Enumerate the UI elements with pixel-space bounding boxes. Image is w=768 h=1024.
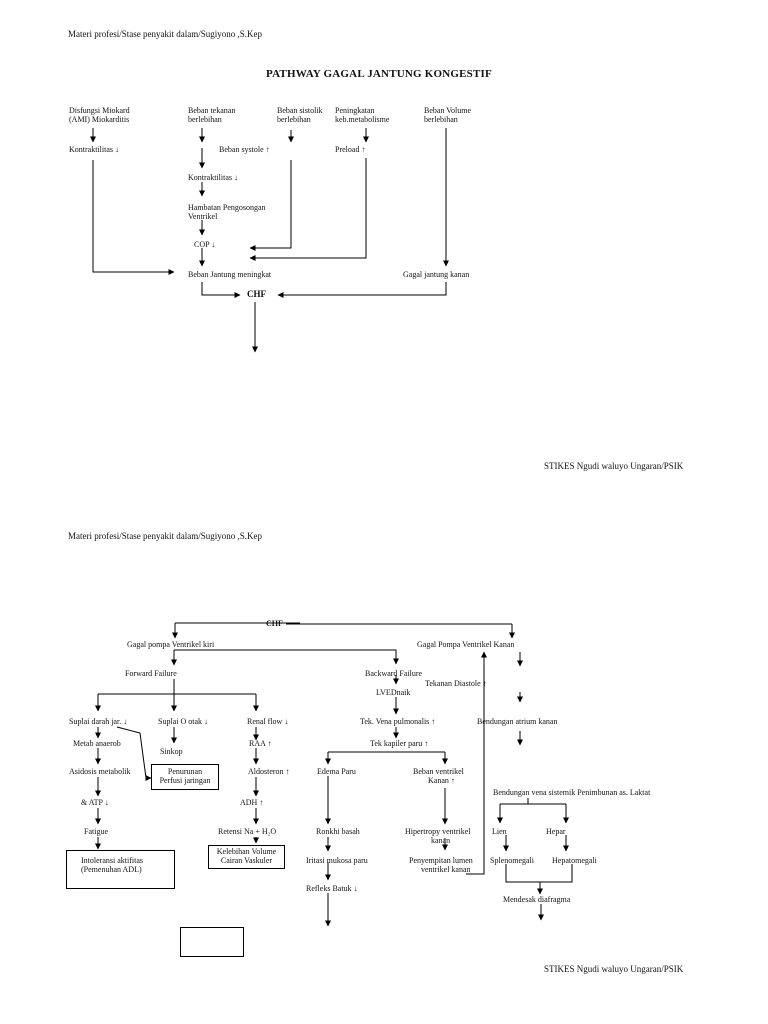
node-kelebihan-volume: Kelebihan Volume: [216, 847, 277, 856]
node-fatigue: Fatigue: [84, 827, 108, 836]
node-peningkatan-metabolisme-2: keb.metabolisme: [335, 115, 390, 124]
node-hambatan-pengosongan: Hambatan Pengosongan: [188, 203, 266, 212]
node-bendungan-atrium-kanan: Bendungan atrium kanan: [477, 717, 558, 726]
page-header: Materi profesi/Stase penyakit dalam/Sugi…: [68, 29, 262, 39]
node-bendungan-vena-sistemik: Bendungan vena sistemik Penimbunan as. L…: [493, 788, 651, 797]
node-retensi-na-h2o: Retensi Na + H₂O: [218, 827, 277, 836]
node-intoleransi-aktifitas: Intoleransi aktifitas: [81, 856, 143, 865]
node-chf: CHF: [247, 289, 266, 299]
node-suplai-o-otak: Suplai O otak ↓: [158, 717, 208, 726]
node-atp: & ATP ↓: [81, 798, 109, 807]
node-hambatan-ventrikel: Ventrikel: [188, 212, 218, 221]
node-hipertropy-kanan: kanan: [431, 836, 451, 845]
node-sinkop: Sinkop: [160, 747, 183, 756]
node-tekanan-diastole: Tekanan Diastole ↑: [425, 679, 487, 688]
node-beban-systole: Beban systole ↑: [219, 145, 270, 154]
node-hepar: Hepar: [546, 827, 566, 836]
node-beban-ventrikel-kanan: Beban ventrikel: [413, 767, 464, 776]
node-tek-kapiler-paru: Tek kapiler paru ↑: [370, 739, 429, 748]
diagram-title: PATHWAY GAGAL JANTUNG KONGESTIF: [266, 68, 492, 80]
node-lvednaik: LVEDnaik: [376, 688, 411, 697]
node-asidosis-metabolik: Asidosis metabolik: [69, 767, 131, 776]
node-preload: Preload ↑: [335, 145, 366, 154]
node-disfungsi-miokard: Disfungsi Miokard: [69, 106, 130, 115]
node-ami-miokarditis: (AMI) Miokarditis: [69, 115, 130, 124]
node-ventrikel-kanan: ventrikel kanan: [421, 865, 471, 874]
node-kontraktilitas-mid: Kontraktilitas ↓: [188, 173, 238, 182]
node-ronkhi-basah: Ronkhi basah: [316, 827, 360, 836]
node-penurunan: Penurunan: [167, 767, 203, 776]
node-beban-jantung-meningkat: Beban Jantung meningkat: [188, 270, 272, 279]
node-cairan-vaskuler: Cairan Vaskuler: [220, 856, 273, 865]
page-footer-2: STIKES Ngudi waluyo Ungaran/PSIK: [544, 964, 684, 974]
node-aldosteron: Aldosteron ↑: [248, 767, 290, 776]
diagnosis-box-kelebihan-volume: [208, 845, 285, 869]
node-pemenuhan-adl: (Pemenuhan ADL): [81, 865, 142, 874]
node-iritasi-mukosa-paru: Iritasi mukosa paru: [306, 856, 368, 865]
node-beban-volume-2: berlebihan: [424, 115, 458, 124]
node-edema-paru: Edema Paru: [317, 767, 356, 776]
node-peningkatan-metabolisme: Peningkatan: [335, 106, 375, 115]
node-beban-ventrikel-kanan-2: Kanan ↑: [428, 776, 455, 785]
diagnosis-box-intoleransi: [66, 850, 175, 889]
node-penyempitan-lumen: Penyempitan lumen: [409, 856, 473, 865]
node-hipertropy-ventrikel: Hipertropy ventrikel: [405, 827, 471, 836]
node-perfusi-jaringan: Perfusi jaringan: [159, 776, 211, 785]
page-footer: STIKES Ngudi waluyo Ungaran/PSIK: [544, 461, 684, 471]
node-lien: Lien: [492, 827, 507, 836]
node-beban-sistolik-2: berlebihan: [277, 115, 311, 124]
node-beban-tekanan-2: berlebihan: [188, 115, 222, 124]
node-gagal-jantung-kanan: Gagal jantung kanan: [403, 270, 470, 279]
node-raa: RAA ↑: [249, 739, 272, 748]
node-tek-vena-pulmonalis: Tek. Vena pulmonalis ↑: [360, 717, 436, 726]
node-hepatomegali: Hepatomegali: [552, 856, 597, 865]
node-suplai-darah-jaringan: Suplai darah jar. ↓: [69, 717, 128, 726]
node-metab-anaerob: Metab anaerob: [73, 739, 121, 748]
node-beban-tekanan: Beban tekanan: [188, 106, 236, 115]
node-beban-sistolik: Beban sistolik: [277, 106, 323, 115]
node-beban-volume: Beban Volume: [424, 106, 472, 115]
node-kontraktilitas-left: Kontraktilitas ↓: [69, 145, 119, 154]
node-adh: ADH ↑: [240, 798, 264, 807]
node-backward-failure: Backward Failure: [365, 669, 423, 678]
node-gagal-pompa-kanan: Gagal Pompa Ventrikel Kanan: [417, 640, 515, 649]
diagnosis-box-perfusi: [151, 764, 219, 790]
node-cop: COP ↓: [194, 240, 216, 249]
node-renal-flow: Renal flow ↓: [247, 717, 289, 726]
page-header-2: Materi profesi/Stase penyakit dalam/Sugi…: [68, 531, 262, 541]
node-mendesak-diafragma: Mendesak diafragma: [503, 895, 571, 904]
empty-box: [180, 927, 244, 957]
node-chf-2: CHF: [266, 619, 283, 628]
node-refleks-batuk: Refleks Batuk ↓: [306, 884, 358, 893]
node-splenomegali: Splenomegali: [490, 856, 534, 865]
node-gagal-pompa-kiri: Gagal pompa Ventrikel kiri: [127, 640, 215, 649]
node-forward-failure: Forward Failure: [125, 669, 177, 678]
